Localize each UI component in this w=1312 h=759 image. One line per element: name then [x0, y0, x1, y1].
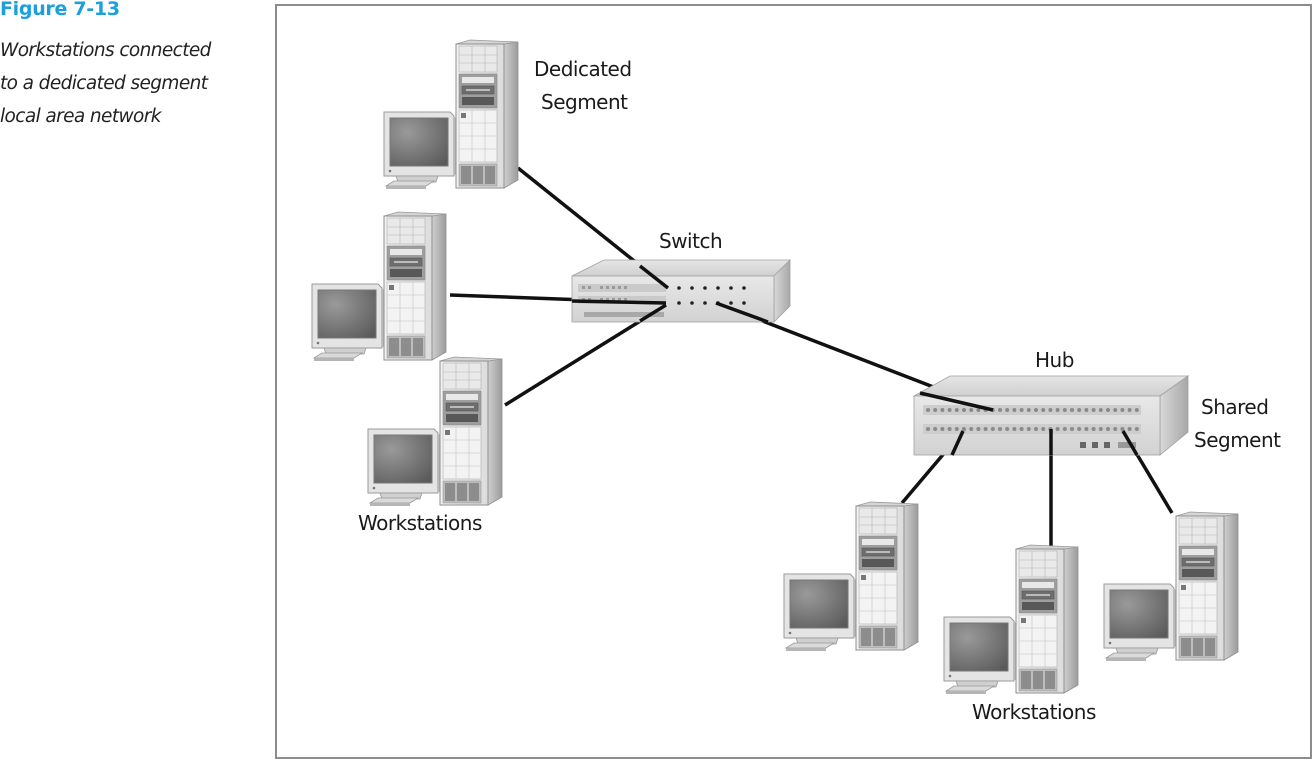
label-dedicated: Dedicated	[534, 57, 632, 81]
hub-port	[1041, 408, 1046, 412]
hub-port	[1098, 427, 1103, 431]
hub-port	[969, 408, 974, 412]
hub-port	[947, 408, 952, 412]
hub-port	[1026, 427, 1031, 431]
label-workstations-left: Workstations	[358, 511, 482, 535]
workstation-left-2	[367, 356, 503, 507]
hub-port	[1084, 408, 1089, 412]
hub-port	[962, 408, 966, 412]
hub-port	[940, 427, 945, 431]
workstation-shared-1	[783, 501, 919, 652]
hub-port	[926, 427, 930, 431]
hub-port	[1034, 427, 1038, 431]
hub-port	[998, 408, 1002, 412]
label-workstations-bottom: Workstations	[972, 700, 1096, 724]
hub-port	[998, 427, 1002, 431]
hub-port	[1113, 408, 1118, 412]
hub-port	[1070, 408, 1074, 412]
hub-port	[1127, 427, 1132, 431]
hub-port	[962, 427, 966, 431]
hub-port	[954, 408, 959, 412]
hub-port	[1070, 427, 1074, 431]
hub-port	[1120, 427, 1125, 431]
hub-port	[1062, 408, 1067, 412]
hub-port	[1120, 408, 1125, 412]
hub-port	[1077, 408, 1082, 412]
hub-port	[947, 427, 952, 431]
hub-port	[969, 427, 974, 431]
hub-port	[1106, 427, 1110, 431]
hub-port	[1034, 408, 1038, 412]
hub-cable-ends	[919, 391, 1139, 456]
label-hub: Hub	[1035, 348, 1074, 372]
hub-port	[1106, 408, 1110, 412]
hub-ports	[926, 408, 1139, 431]
hub-port	[976, 427, 981, 431]
hub-port	[954, 427, 959, 431]
figure-description-line: local area network	[0, 106, 161, 127]
hub-port	[1055, 427, 1060, 431]
workstation-shared-2	[943, 544, 1079, 695]
hub-port	[1041, 427, 1046, 431]
hub-port	[1012, 408, 1017, 412]
hub-device	[912, 375, 1190, 456]
switch-device	[571, 259, 791, 323]
hub-port	[1005, 408, 1010, 412]
figure-description-line: Workstations connected	[0, 40, 211, 61]
hub-port	[1113, 427, 1118, 431]
label-switch: Switch	[659, 229, 722, 253]
hub-port	[1077, 427, 1082, 431]
figure-description-line: to a dedicated segment	[0, 73, 208, 94]
label-segment-shared: Segment	[1194, 428, 1281, 452]
figure-description: Workstations connected to a dedicated se…	[0, 34, 265, 133]
workstation-shared-3	[1103, 511, 1239, 662]
hub-port	[1098, 408, 1103, 412]
workstation-left-1	[311, 211, 447, 362]
hub-port	[1062, 427, 1067, 431]
figure-number: Figure 7-13	[0, 0, 120, 20]
hub-port	[1019, 408, 1024, 412]
hub-port	[1127, 408, 1132, 412]
hub-port	[1026, 408, 1031, 412]
hub-port	[1019, 427, 1024, 431]
hub-port	[1134, 408, 1139, 412]
label-segment-dedicated: Segment	[541, 90, 628, 114]
hub-port	[933, 408, 938, 412]
hub-port	[926, 408, 930, 412]
workstation-dedicated	[383, 39, 519, 190]
hub-port	[1091, 408, 1096, 412]
hub-port	[933, 427, 938, 431]
hub-port	[1084, 427, 1089, 431]
hub-port	[1055, 408, 1060, 412]
hub-port	[1048, 408, 1053, 412]
hub-port	[1134, 427, 1139, 431]
switch-ports	[677, 286, 746, 305]
diagram-frame	[275, 4, 1312, 759]
hub-port	[983, 427, 988, 431]
hub-port	[1012, 427, 1017, 431]
label-shared: Shared	[1201, 395, 1268, 419]
hub-port	[976, 408, 981, 412]
hub-port	[1005, 427, 1010, 431]
hub-port	[1091, 427, 1096, 431]
switch-cable-ends	[571, 264, 769, 324]
hub-port	[990, 427, 995, 431]
hub-port	[940, 408, 945, 412]
